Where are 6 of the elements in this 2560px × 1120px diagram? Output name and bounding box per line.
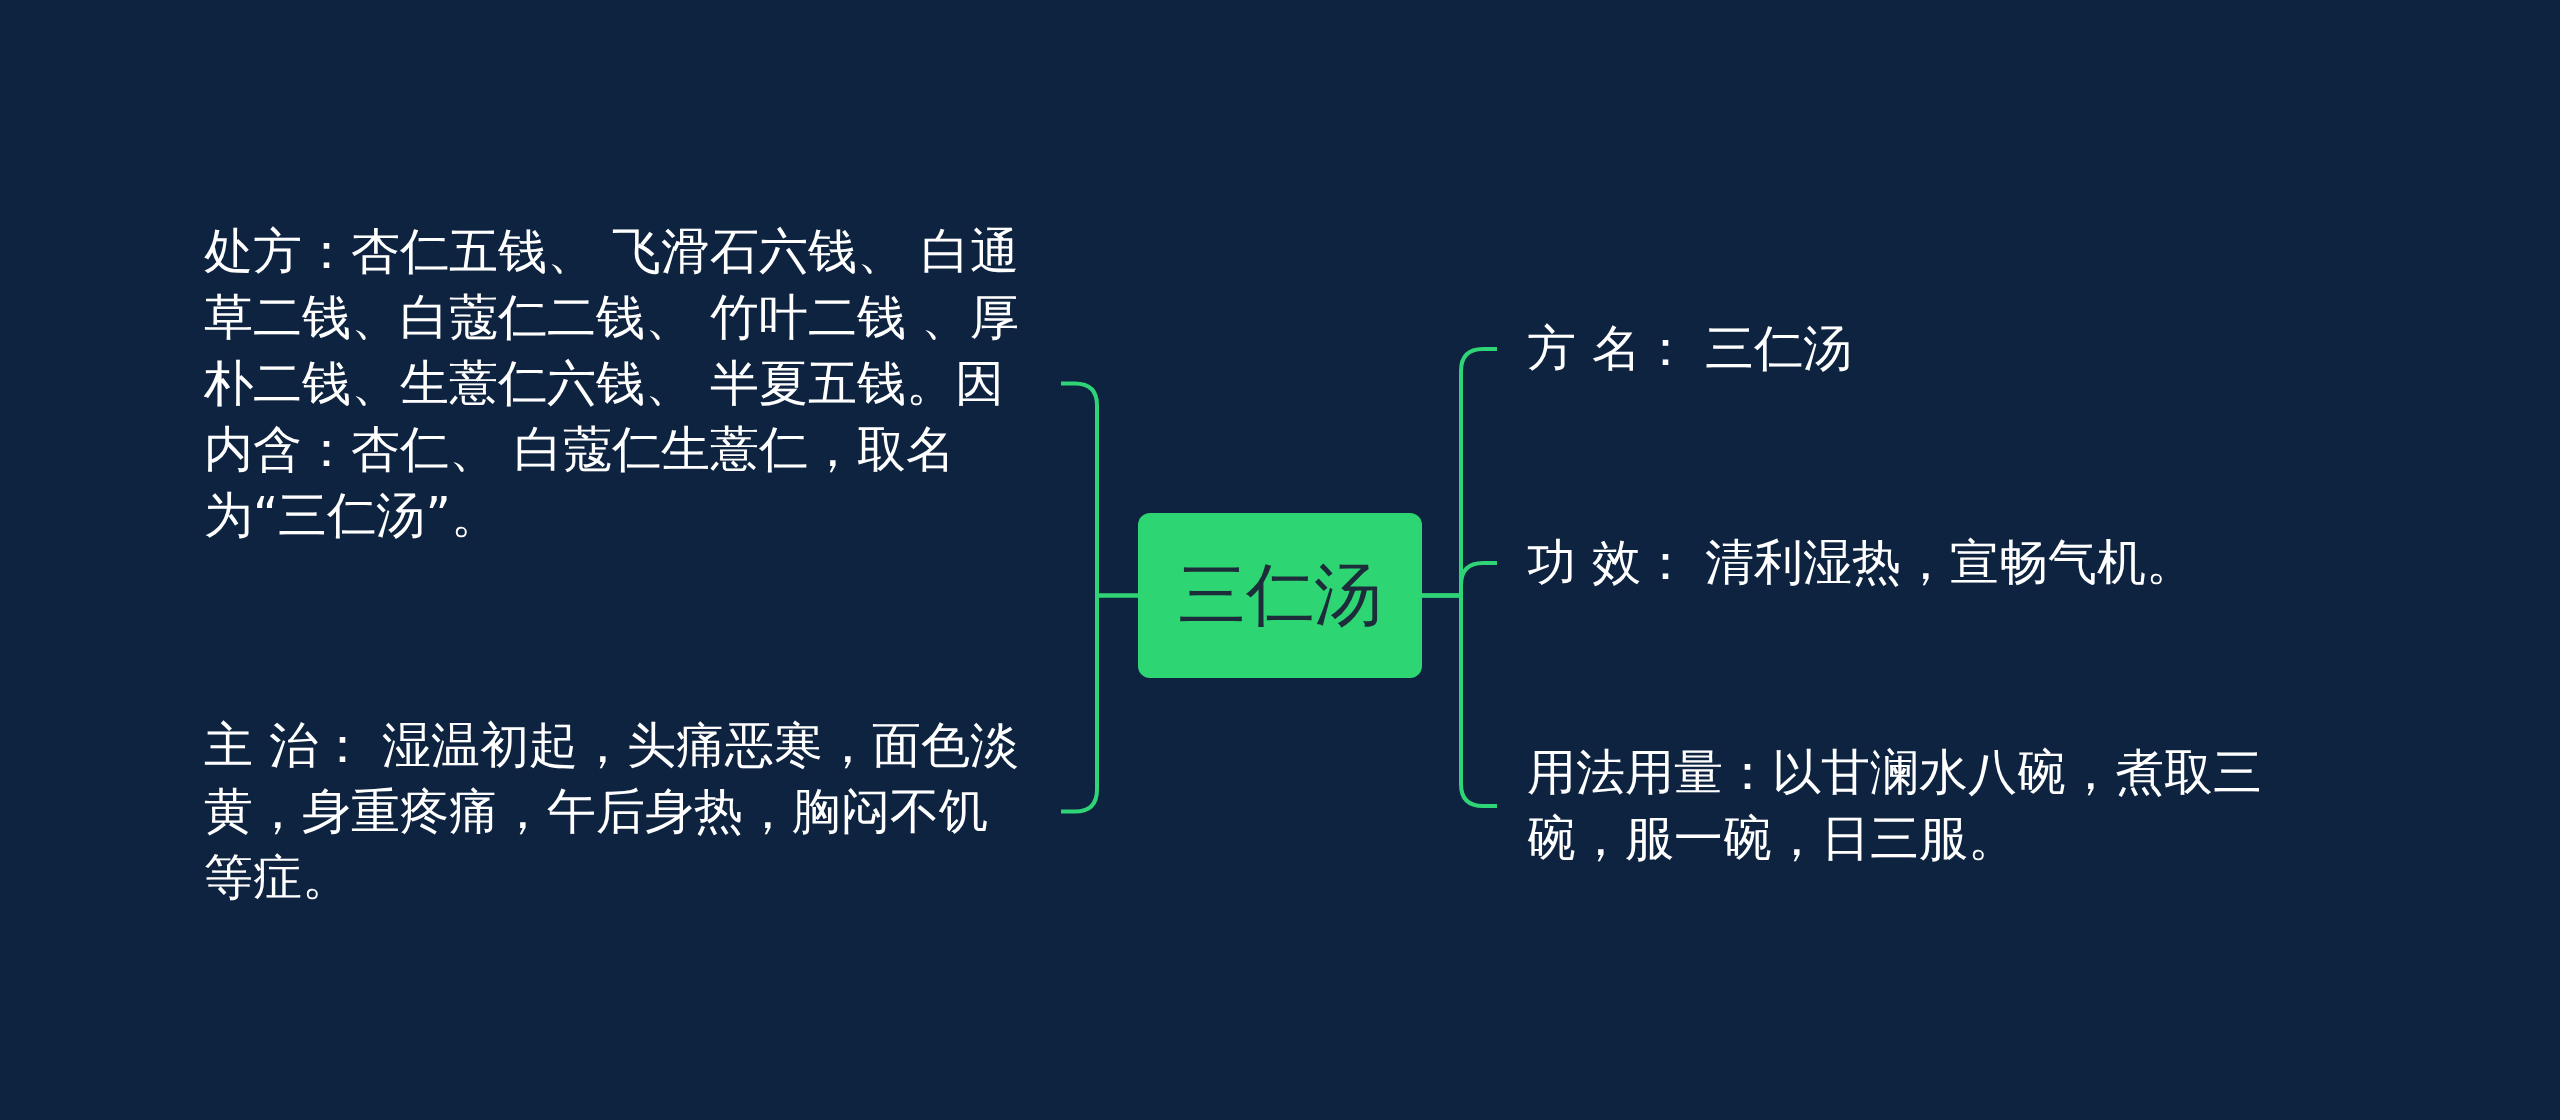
topic-text: 处方：杏仁五钱、 飞滑石六钱、 白通草二钱、白蔻仁二钱、 竹叶二钱 、厚朴二钱、生薏仁六钱、 半夏五钱。因内含：杏仁、 白蔻仁生薏仁，取名为“三仁汤”。 bbox=[204, 221, 1021, 546]
topic-text: 方 名： 三仁汤 bbox=[1527, 319, 1854, 379]
topic-text: 用法用量：以甘澜水八碗，煮取三碗，服一碗，日三服。 bbox=[1527, 743, 2263, 869]
topic-text: 主 治： 湿温初起，头痛恶寒，面色淡黄，身重疼痛，午后身热，胸闷不饥等症。 bbox=[204, 715, 1021, 908]
central-topic: 三仁汤 bbox=[1138, 513, 1422, 678]
topic-text: 功 效： 清利湿热，宣畅气机。 bbox=[1527, 533, 2197, 593]
